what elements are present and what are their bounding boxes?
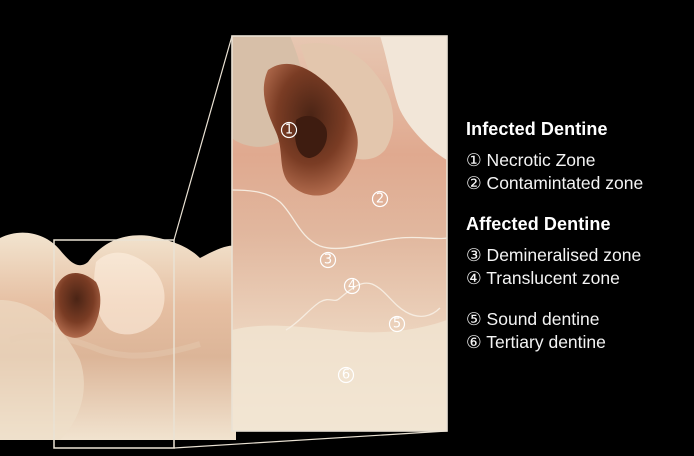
infected-dentine-heading: Infected Dentine — [466, 118, 692, 140]
zone-marker-5-number: 5 — [393, 317, 401, 332]
tooth-overview — [0, 233, 236, 440]
legend-tertiary-dentine: ⑥ Tertiary dentine — [466, 331, 692, 354]
legend-necrotic-zone: ① Necrotic Zone — [466, 149, 692, 172]
zone-marker-6-number: 6 — [342, 368, 350, 383]
zone-marker-2-number: 2 — [376, 192, 384, 207]
legend-contaminated-zone: ② Contamintated zone — [466, 172, 692, 195]
zone-legend: Infected Dentine ① Necrotic Zone ② Conta… — [466, 118, 692, 354]
legend-translucent-zone: ④ Translucent zone — [466, 267, 692, 290]
legend-sound-dentine: ⑤ Sound dentine — [466, 308, 692, 331]
zone-marker-3-number: 3 — [324, 253, 332, 268]
zone-marker-4-number: 4 — [348, 279, 356, 294]
affected-dentine-heading: Affected Dentine — [466, 213, 692, 235]
zone-marker-1-number: 1 — [285, 123, 293, 138]
legend-demineralised-zone: ③ Demineralised zone — [466, 244, 692, 267]
